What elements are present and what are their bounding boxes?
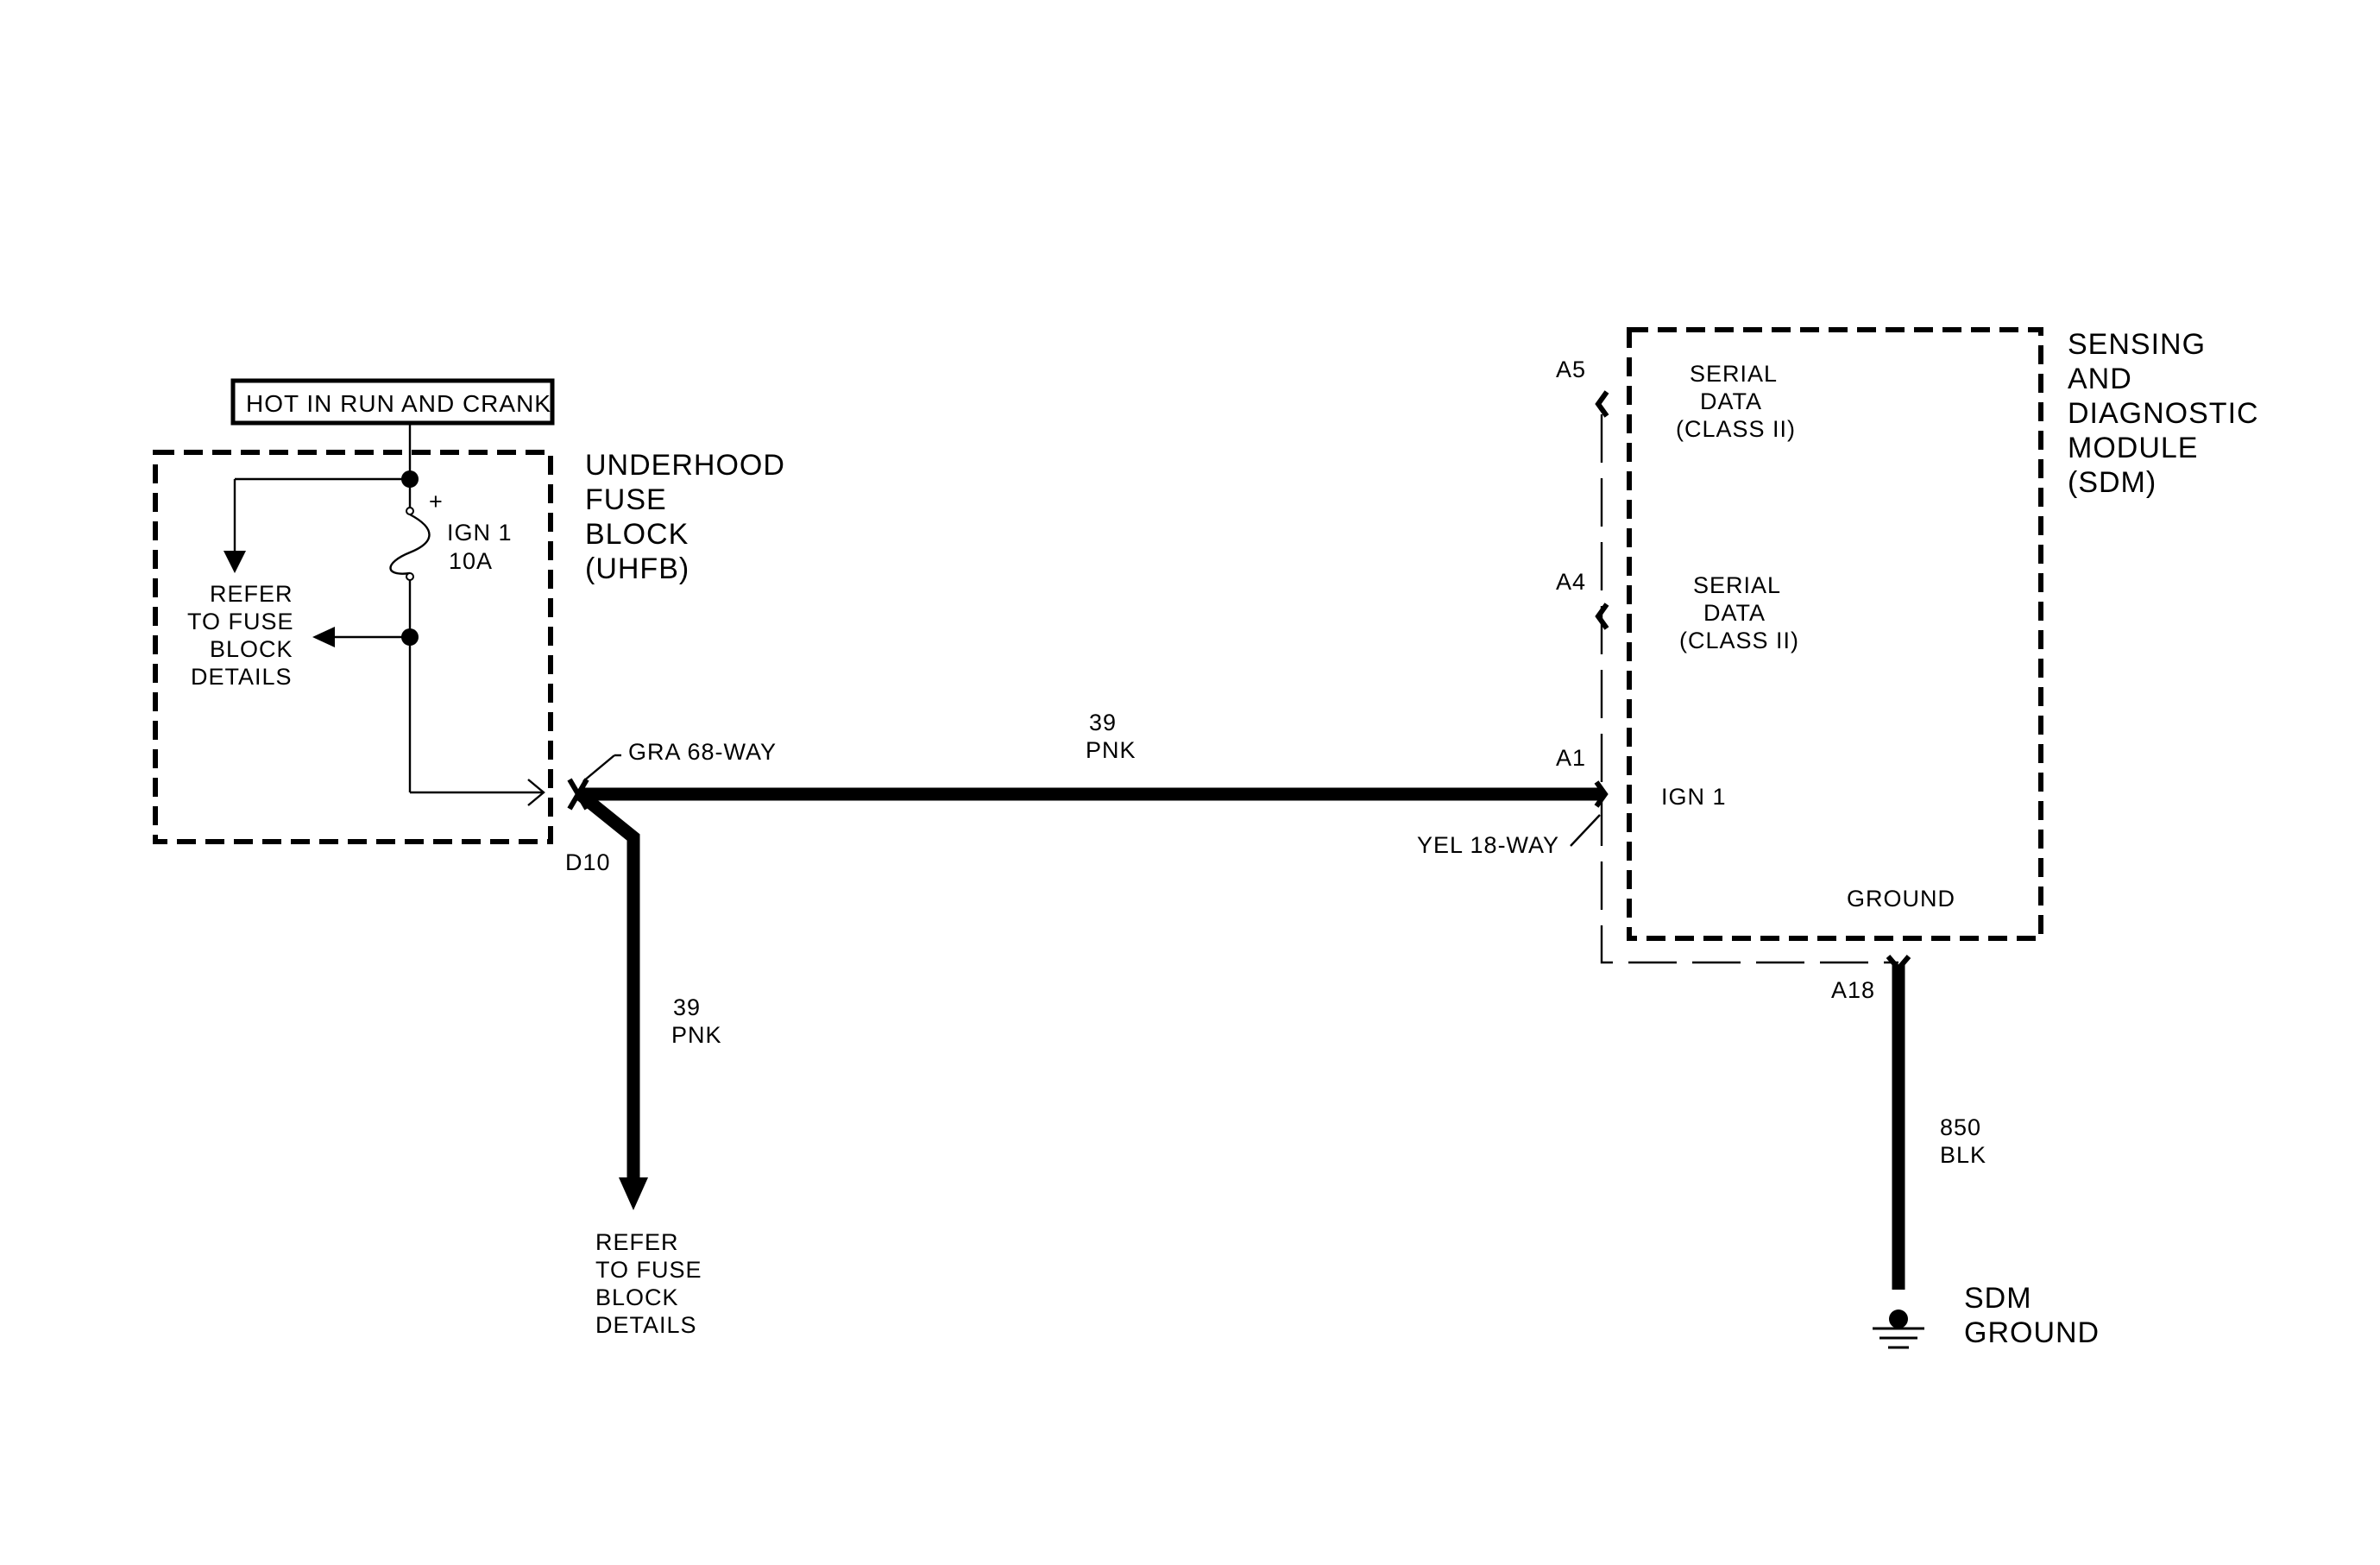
bottom-refer-text: REFER TO FUSE BLOCK DETAILS — [595, 1229, 709, 1338]
uhfb-pin-label: D10 — [565, 849, 611, 875]
sdm-enclosure — [1627, 327, 2043, 941]
uhfb-connector-label: GRA 68-WAY — [628, 739, 777, 765]
fuse-name: IGN 1 — [447, 520, 513, 546]
sdm-ground-label: SDM GROUND — [1964, 1282, 2100, 1349]
pin-a1-symbol — [1594, 780, 1609, 808]
pin-a5-symbol — [1595, 390, 1609, 418]
fuse-rating: 10A — [449, 548, 493, 574]
uhfb-internal-circuit — [224, 425, 545, 806]
pin-a1-function: IGN 1 — [1661, 784, 1727, 810]
uhfb-refer-text: REFER TO FUSE BLOCK DETAILS — [187, 581, 301, 690]
pin-a5-function: SERIAL DATA (CLASS II) — [1676, 361, 1796, 442]
main-wire-label: 39 PNK — [1086, 710, 1136, 763]
sdm-connector-outline — [1600, 414, 1898, 964]
pin-a4-function: SERIAL DATA (CLASS II) — [1679, 572, 1799, 653]
pin-a4-label: A4 — [1556, 569, 1586, 595]
uhfb-name: UNDERHOOD FUSE BLOCK (UHFB) — [585, 449, 794, 585]
pin-a4-symbol — [1595, 603, 1609, 630]
fuse-polarity: + — [429, 489, 444, 514]
fuse-icon — [389, 513, 431, 575]
hot-label-box — [230, 378, 555, 426]
pin-a1-label: A1 — [1556, 745, 1586, 771]
wire-arrow-down-icon — [619, 1177, 648, 1210]
wire-39-pnk-down — [576, 789, 640, 1179]
pin-a18-function: GROUND — [1847, 886, 1955, 912]
arrow-left-icon — [312, 627, 335, 647]
pin-a5-label: A5 — [1556, 357, 1586, 382]
sdm-connector-label: YEL 18-WAY — [1417, 832, 1559, 858]
down-wire-label: 39 PNK — [671, 994, 722, 1048]
hot-label-text: HOT IN RUN AND CRANK — [246, 390, 551, 417]
ground-icon — [1873, 1309, 1924, 1349]
pin-a18-label: A18 — [1831, 977, 1875, 1003]
sdm-name: SENSING AND DIAGNOSTIC MODULE (SDM) — [2068, 328, 2268, 499]
arrow-down-icon — [224, 551, 246, 573]
ground-wire-label: 850 BLK — [1940, 1114, 1989, 1168]
uhfb-enclosure — [153, 450, 553, 844]
